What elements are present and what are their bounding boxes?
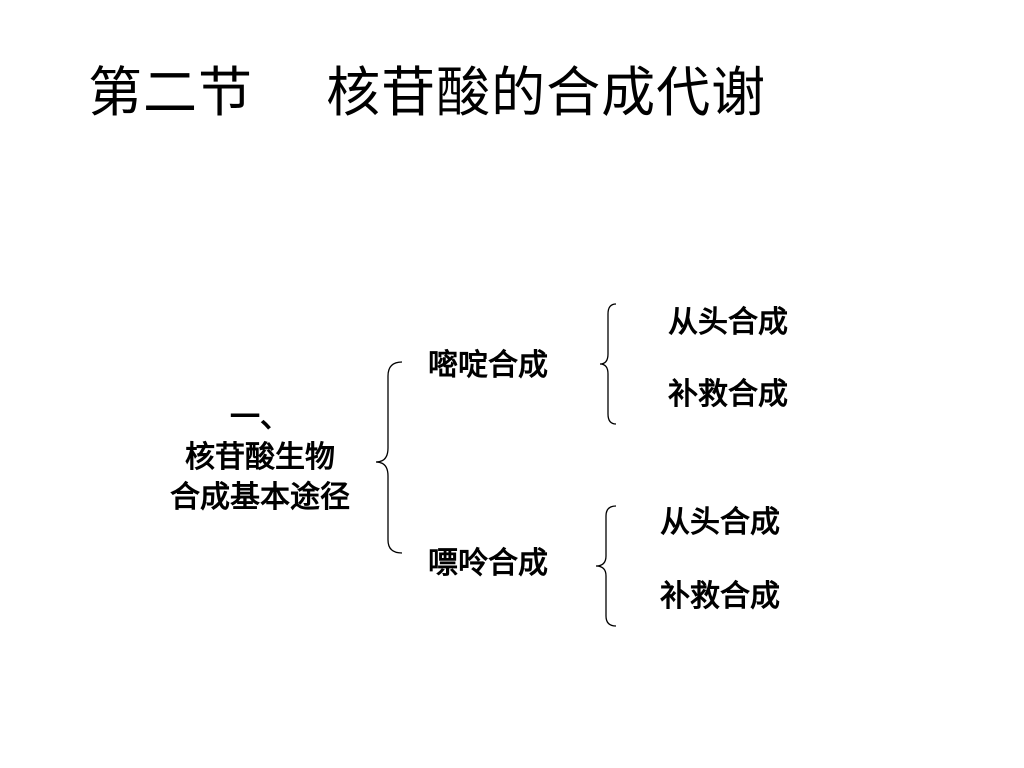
root-line-2: 核苷酸生物	[185, 440, 335, 475]
pyrimidine-denovo-label: 从头合成	[668, 305, 788, 340]
purine-brace	[595, 505, 617, 627]
main-brace	[375, 361, 403, 554]
slide-title: 第二节 核苷酸的合成代谢	[88, 61, 767, 124]
root-line-3: 合成基本途径	[170, 480, 350, 515]
root-line-1: 一、	[230, 400, 290, 435]
root-node: 一、 核苷酸生物 合成基本途径	[150, 398, 370, 518]
branch-purine-label: 嘌呤合成	[428, 546, 548, 581]
pyrimidine-salvage-label: 补救合成	[668, 377, 788, 412]
purine-salvage-label: 补救合成	[660, 579, 780, 614]
purine-denovo-label: 从头合成	[660, 505, 780, 540]
branch-pyrimidine-label: 嘧啶合成	[428, 348, 548, 383]
pyrimidine-brace	[599, 303, 617, 425]
